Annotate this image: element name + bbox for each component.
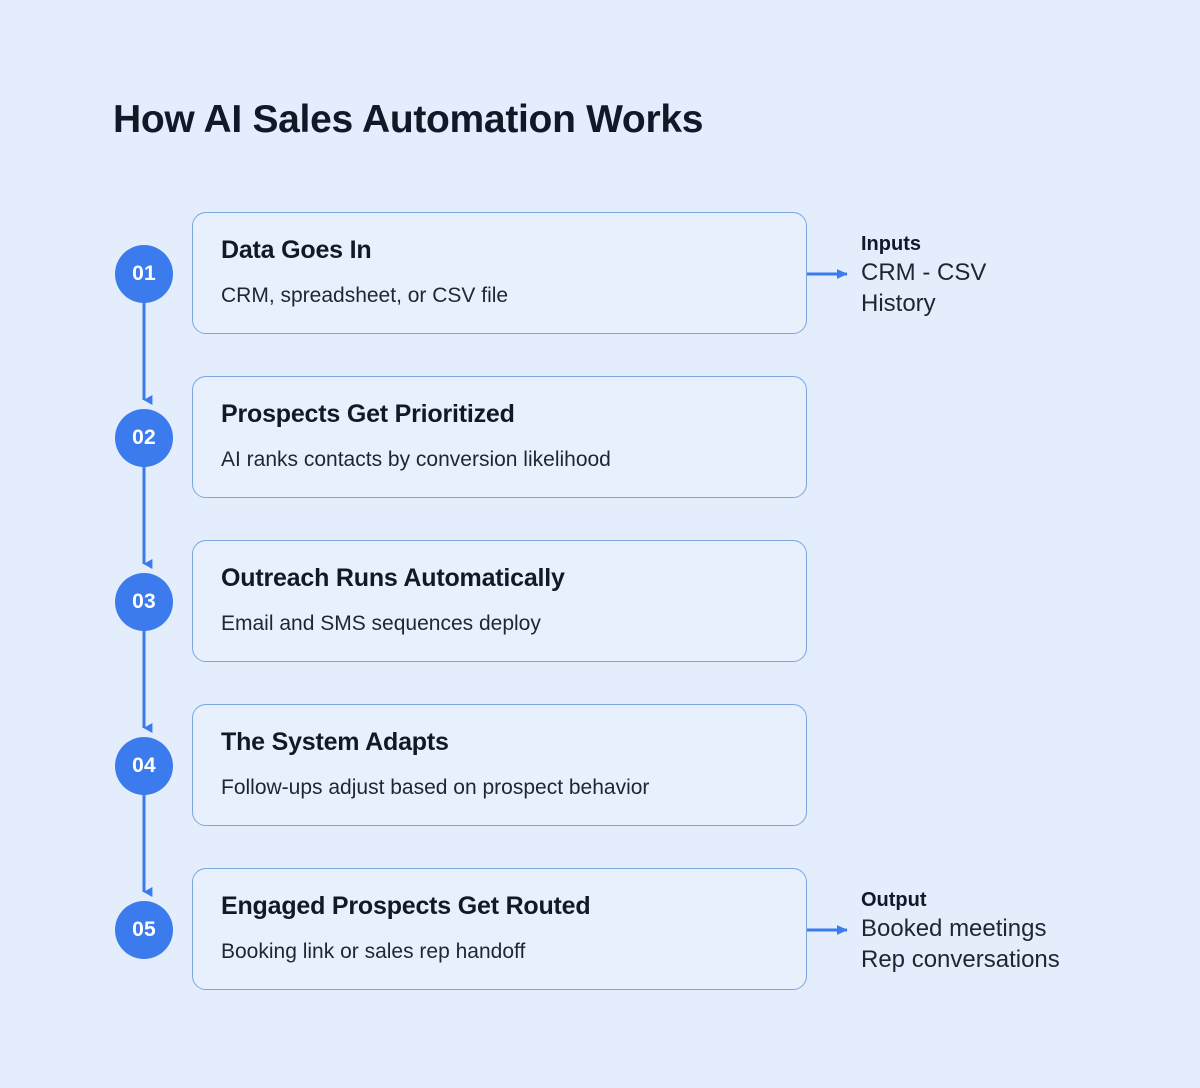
step-title: Outreach Runs Automatically (221, 564, 565, 592)
step-row: 02 Prospects Get Prioritized AI ranks co… (0, 376, 1200, 500)
step-number-badge[interactable]: 05 (115, 901, 173, 959)
step-card[interactable]: Engaged Prospects Get Routed Booking lin… (192, 868, 807, 990)
step-title: Engaged Prospects Get Routed (221, 892, 591, 920)
annotation-line-2: Rep conversations (861, 946, 1060, 973)
step-description: Booking link or sales rep handoff (221, 940, 526, 963)
step-row: 01 Data Goes In CRM, spreadsheet, or CSV… (0, 212, 1200, 336)
annotation-title: Inputs (861, 233, 921, 255)
annotation-line-2: History (861, 290, 936, 317)
step-card[interactable]: Data Goes In CRM, spreadsheet, or CSV fi… (192, 212, 807, 334)
annotation-output: Output Booked meetings Rep conversations (861, 887, 1181, 975)
step-title: Data Goes In (221, 236, 372, 264)
arrow-right-icon (807, 269, 848, 279)
step-number-badge[interactable]: 01 (115, 245, 173, 303)
annotation-line-1: CRM - CSV (861, 259, 987, 286)
step-title: Prospects Get Prioritized (221, 400, 515, 428)
step-card[interactable]: Prospects Get Prioritized AI ranks conta… (192, 376, 807, 498)
step-row: 04 The System Adapts Follow-ups adjust b… (0, 704, 1200, 828)
step-card[interactable]: The System Adapts Follow-ups adjust base… (192, 704, 807, 826)
step-number-badge[interactable]: 03 (115, 573, 173, 631)
page-title: How AI Sales Automation Works (113, 98, 704, 141)
step-title: The System Adapts (221, 728, 449, 756)
step-number-badge[interactable]: 02 (115, 409, 173, 467)
step-row: 05 Engaged Prospects Get Routed Booking … (0, 868, 1200, 992)
annotation-inputs: Inputs CRM - CSV History (861, 231, 1181, 319)
step-description: CRM, spreadsheet, or CSV file (221, 284, 509, 307)
step-description: AI ranks contacts by conversion likeliho… (221, 448, 611, 471)
annotation-line-1: Booked meetings (861, 915, 1047, 942)
arrow-right-icon (807, 925, 848, 935)
step-card[interactable]: Outreach Runs Automatically Email and SM… (192, 540, 807, 662)
step-description: Follow-ups adjust based on prospect beha… (221, 776, 650, 799)
step-row: 03 Outreach Runs Automatically Email and… (0, 540, 1200, 664)
annotation-title: Output (861, 889, 927, 911)
step-number-badge[interactable]: 04 (115, 737, 173, 795)
step-description: Email and SMS sequences deploy (221, 612, 541, 635)
